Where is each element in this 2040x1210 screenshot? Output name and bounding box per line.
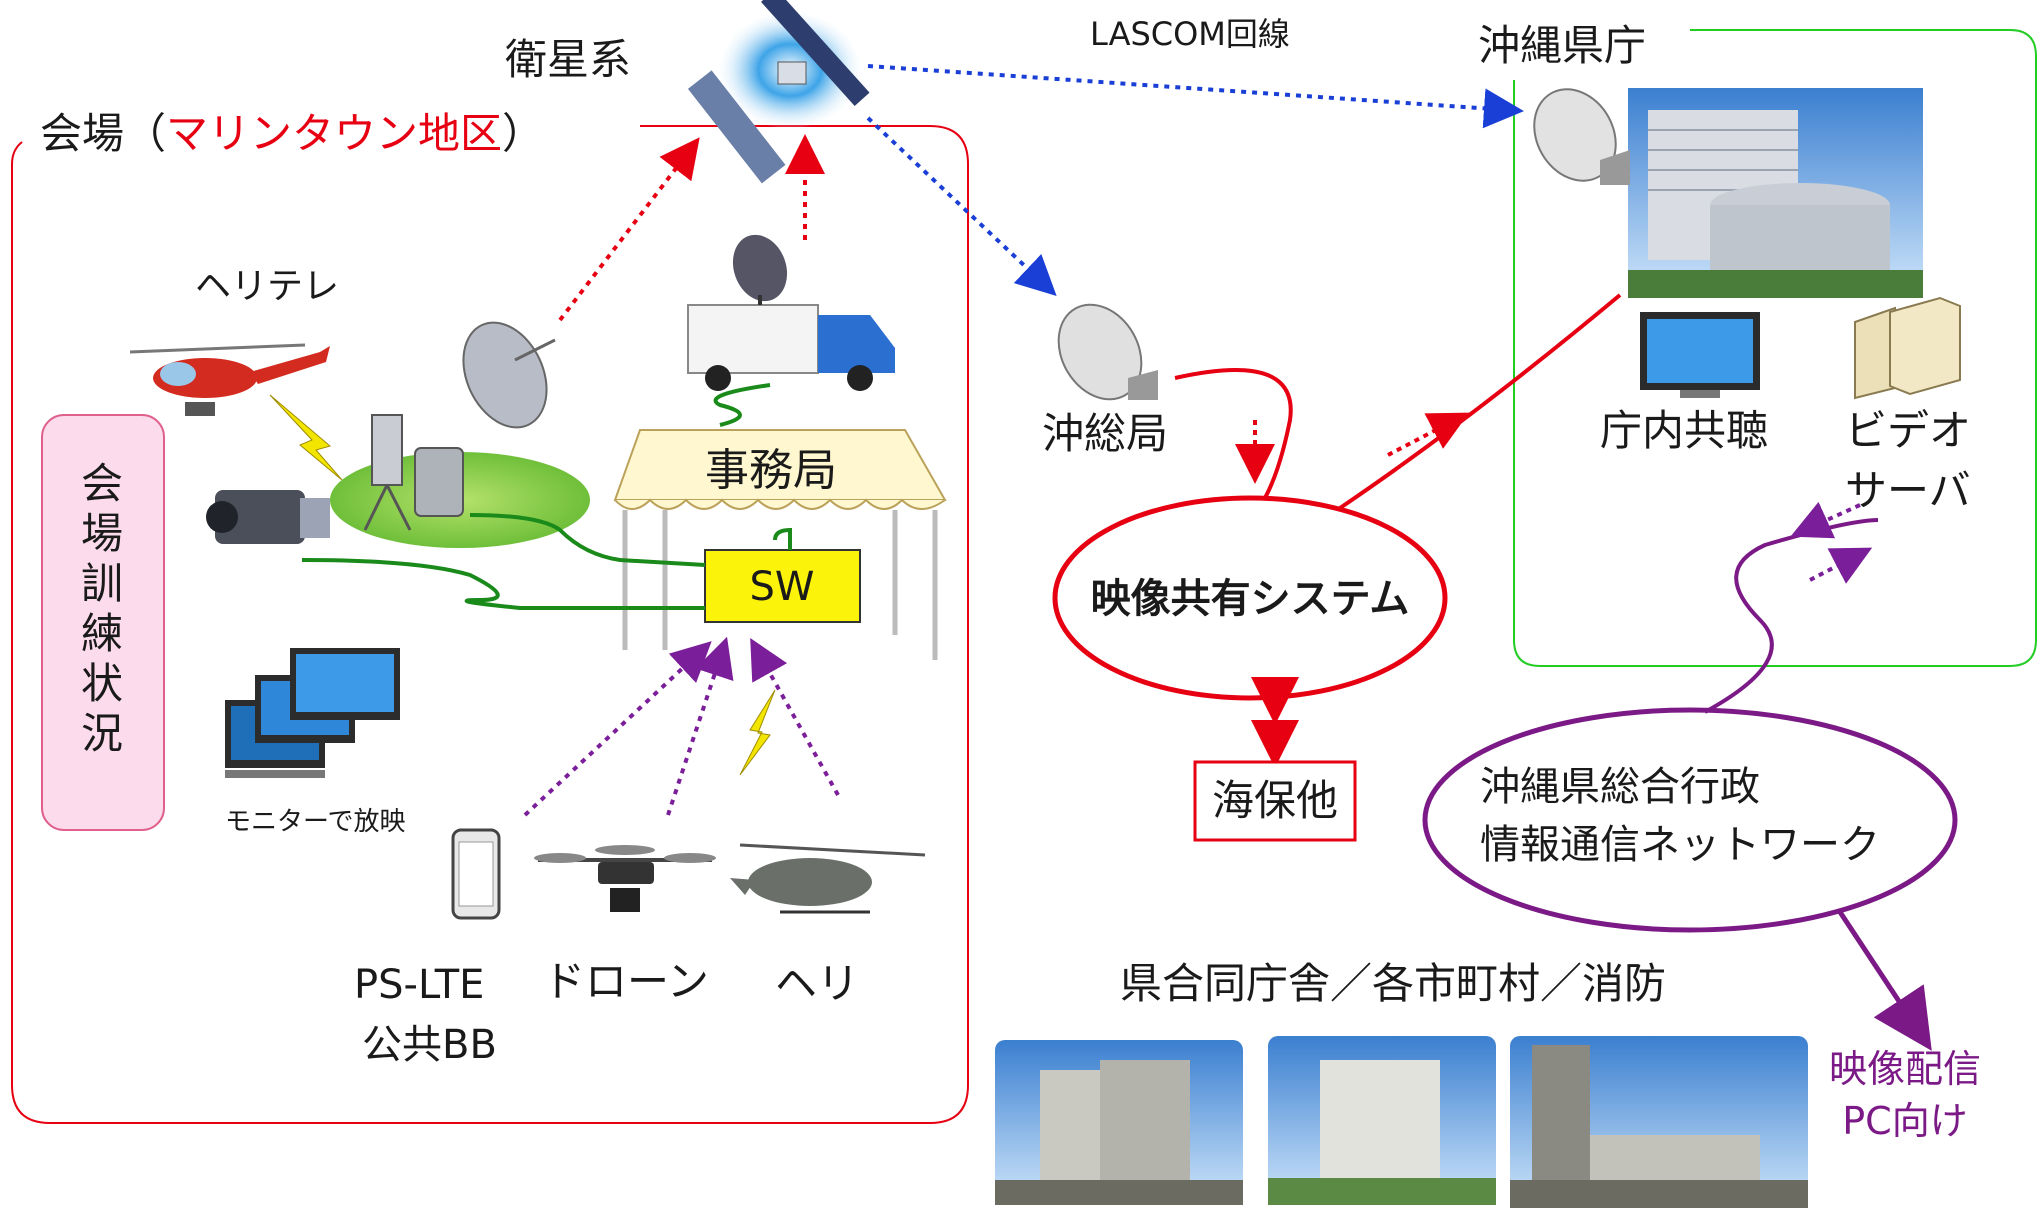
green-cables xyxy=(301,383,792,610)
helicopter-icon xyxy=(129,343,330,416)
destinations-label: 県合同庁舎／各市町村／消防 xyxy=(1120,959,1666,1008)
venue-title: 会場（マリンタウン地区） xyxy=(40,109,544,158)
delivery-label-1: 映像配信 xyxy=(1829,1047,1981,1091)
venue-training-status-label: 会場訓練状況 xyxy=(81,459,125,758)
venue-frame xyxy=(11,125,969,1124)
switch-box xyxy=(704,549,861,623)
helicopter-icon-2 xyxy=(730,843,926,914)
network-label-1: 沖縄県総合行政 xyxy=(1480,764,1760,810)
dish-uplink-arrow xyxy=(558,137,700,322)
prefecture-office-label: 沖縄県庁 xyxy=(1478,21,1646,70)
delivery-label-2: PC向け xyxy=(1842,1099,1967,1143)
ps-lte-label: PS-LTE xyxy=(354,962,484,1008)
lightning-icon-2 xyxy=(739,689,776,776)
lascom-line-label: LASCOM回線 xyxy=(1090,15,1290,53)
network-to-server-line xyxy=(1704,518,1879,714)
prefecture-building-photo xyxy=(1628,88,1923,298)
network-label-2: 情報通信ネットワーク xyxy=(1480,822,1880,868)
delivery-arrow xyxy=(1837,910,1932,1051)
drone-icon xyxy=(534,845,716,912)
okisou-line xyxy=(1174,368,1293,499)
mobile-link-arrows xyxy=(523,636,840,817)
lascom-link-arrow xyxy=(867,64,1524,129)
video-sharing-system-ellipse xyxy=(1052,495,1448,701)
camera-icon xyxy=(206,490,330,544)
pref-line xyxy=(1338,293,1622,510)
truck-icon xyxy=(687,234,895,391)
switch-label: SW xyxy=(750,564,815,610)
building-photo-icon-1 xyxy=(995,1040,1243,1205)
antenna-mast-icon xyxy=(363,414,464,531)
venue-training-status-box xyxy=(41,414,165,831)
satellite-icon xyxy=(687,0,870,184)
building-photo-icon-2 xyxy=(1268,1036,1496,1205)
dish-antenna-icon xyxy=(462,321,556,429)
prefecture-dish-icon xyxy=(1533,88,1630,185)
prefecture-office-frame xyxy=(1513,29,2037,667)
satellite-to-okisou-arrow xyxy=(866,116,1057,296)
prefecture-network-ellipse xyxy=(1422,707,1958,933)
building-photo-icon-3 xyxy=(1510,1036,1808,1208)
monitor-icon-group xyxy=(225,648,400,778)
satellite-system-label: 衛星系 xyxy=(505,35,631,84)
coast-guard-label: 海保他 xyxy=(1212,776,1338,825)
drone-label: ドローン xyxy=(543,957,709,1006)
secretariat-label: 事務局 xyxy=(705,445,837,496)
tent-icon xyxy=(613,429,947,660)
office-monitor-icon xyxy=(1640,312,1760,398)
server-icon xyxy=(1854,296,1961,400)
video-server-label-1: ビデオ xyxy=(1845,406,1971,455)
coast-guard-box xyxy=(1193,760,1357,842)
up-to-pref-arrow xyxy=(1387,412,1470,457)
office-broadcast-label: 庁内共聴 xyxy=(1600,406,1768,455)
monitor-display-label: モニターで放映 xyxy=(225,807,405,837)
okisou-dish-icon xyxy=(1057,303,1158,401)
video-server-label-2: サーバ xyxy=(1845,466,1971,515)
smartphone-icon xyxy=(451,828,501,920)
public-bb-label: 公共BB xyxy=(362,1022,497,1068)
heli-tele-label: ヘリテレ xyxy=(195,266,339,307)
video-sharing-system-label: 映像共有システム xyxy=(1091,576,1410,622)
heli-label: ヘリ xyxy=(775,959,859,1008)
lightning-icon xyxy=(269,394,343,481)
server-up-arrow xyxy=(1809,547,1873,584)
server-down-arrow xyxy=(1790,501,1861,539)
okinawa-general-bureau-label: 沖総局 xyxy=(1042,409,1168,458)
